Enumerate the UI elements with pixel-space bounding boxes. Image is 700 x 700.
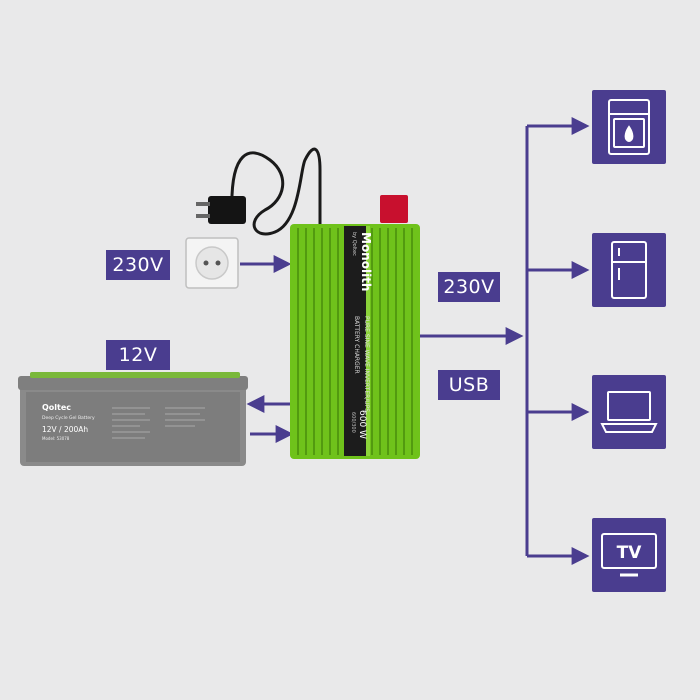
ac-output-label: 230V	[438, 272, 500, 302]
inverter-line2: BATTERY CHARGER	[353, 316, 360, 374]
device-tv: TV	[592, 518, 666, 592]
battery-spec: 12V / 200Ah	[42, 425, 88, 434]
device-stove	[592, 90, 666, 164]
inverter-power: 600 W	[357, 410, 367, 439]
inverter-unit: Monolith by Qoltec PURE SINE WAVE INVERT…	[290, 195, 420, 459]
fridge-icon	[611, 241, 647, 299]
stove-icon	[608, 99, 650, 155]
inverter-brand: Monolith	[359, 232, 373, 291]
battery-type: Deep Cycle Gel Battery	[42, 415, 95, 421]
inverter-model: 600/300	[350, 412, 356, 433]
battery-voltage-label: 12V	[106, 340, 170, 370]
inverter-line1: PURE SINE WAVE INVERTER/UPS	[363, 316, 370, 412]
battery-model: Model: 53078	[42, 436, 70, 441]
wall-socket-icon	[185, 237, 239, 289]
device-laptop	[592, 375, 666, 449]
power-plug-icon	[196, 147, 322, 236]
device-fridge	[592, 233, 666, 307]
inverter-sub-brand: by Qoltec	[351, 232, 357, 256]
grid-voltage-label: 230V	[106, 250, 170, 280]
laptop-icon	[600, 391, 658, 433]
tv-label: TV	[617, 543, 643, 563]
battery-unit: Qoltec Deep Cycle Gel Battery 12V / 200A…	[18, 372, 248, 466]
usb-output-label: USB	[438, 370, 500, 400]
battery-brand: Qoltec	[42, 403, 71, 412]
tv-icon: TV	[601, 533, 657, 577]
